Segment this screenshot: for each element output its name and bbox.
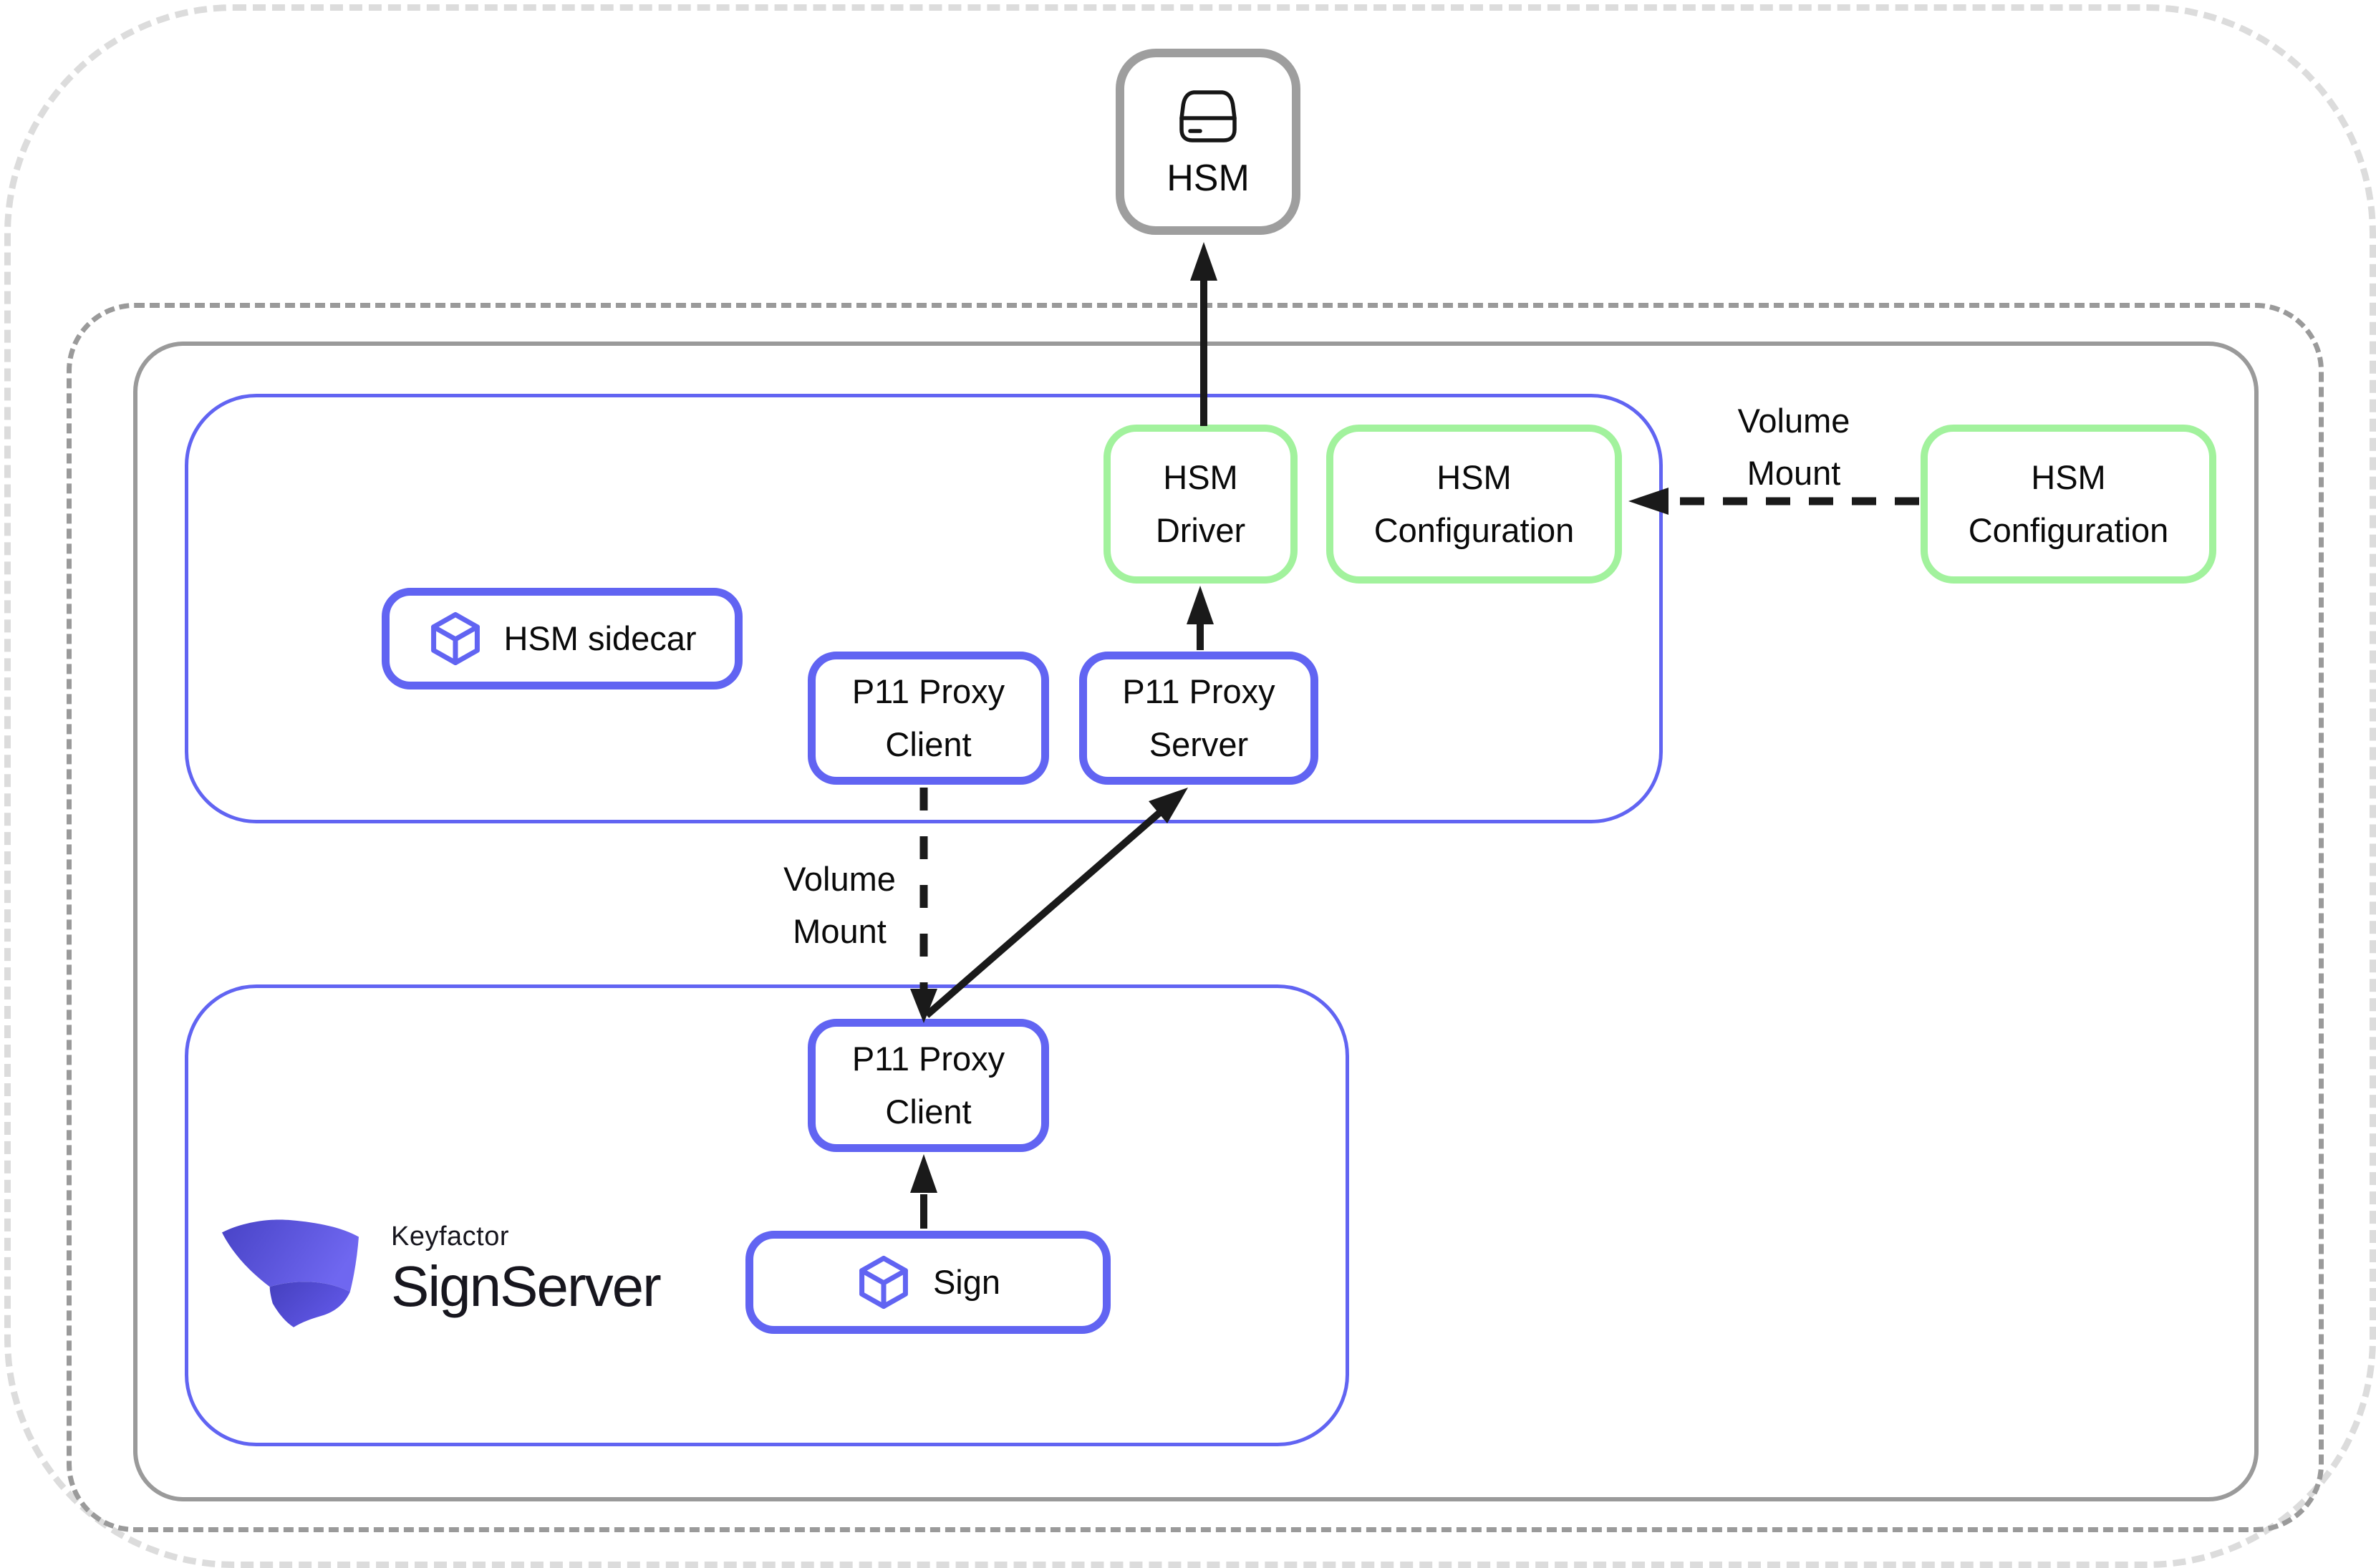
cluster-solid-boundary [133,342,2259,1501]
logo-product-text: SignServer [391,1254,662,1318]
keyfactor-signserver-logo: Keyfactor SignServer [222,1217,662,1330]
cube-icon [859,1255,908,1310]
logo-brand-text: Keyfactor [391,1221,510,1252]
node-p11-proxy-client-sidecar: P11 Proxy Client [808,652,1049,785]
node-sign: Sign [745,1231,1111,1334]
node-p11-proxy-client-signserver-label: P11 Proxy Client [851,1039,1005,1131]
node-hsm-sidecar: HSM sidecar [382,588,743,689]
node-hsm-configuration-inner-label: HSM Configuration [1373,458,1575,549]
node-p11-proxy-client-signserver: P11 Proxy Client [808,1019,1049,1152]
node-hsm: HSM [1116,49,1300,235]
outer-dotted-boundary [4,4,2376,1568]
signserver-pod-container [185,984,1349,1446]
cluster-dashed-boundary [67,303,2324,1532]
node-hsm-configuration-inner: HSM Configuration [1326,425,1622,584]
keyfactor-logo-icon [222,1219,359,1327]
node-p11-proxy-server: P11 Proxy Server [1079,652,1318,785]
hard-drive-icon [1179,90,1237,142]
volume-mount-label-middle: Volume Mount [783,860,896,950]
node-hsm-driver-label: HSM Driver [1155,458,1246,549]
logo-text: Keyfactor SignServer [391,1221,662,1320]
node-hsm-sidecar-label: HSM sidecar [503,619,697,657]
node-hsm-configuration-external-label: HSM Configuration [1968,458,2169,549]
node-sign-label: Sign [932,1262,1001,1301]
node-hsm-configuration-external: HSM Configuration [1921,425,2216,584]
volume-mount-label-top: Volume Mount [1737,402,1850,492]
cube-icon [431,611,480,666]
node-hsm-driver: HSM Driver [1104,425,1298,584]
node-p11-proxy-server-label: P11 Proxy Server [1122,672,1275,763]
node-p11-proxy-client-sidecar-label: P11 Proxy Client [851,672,1005,763]
node-hsm-label: HSM [1167,158,1250,199]
